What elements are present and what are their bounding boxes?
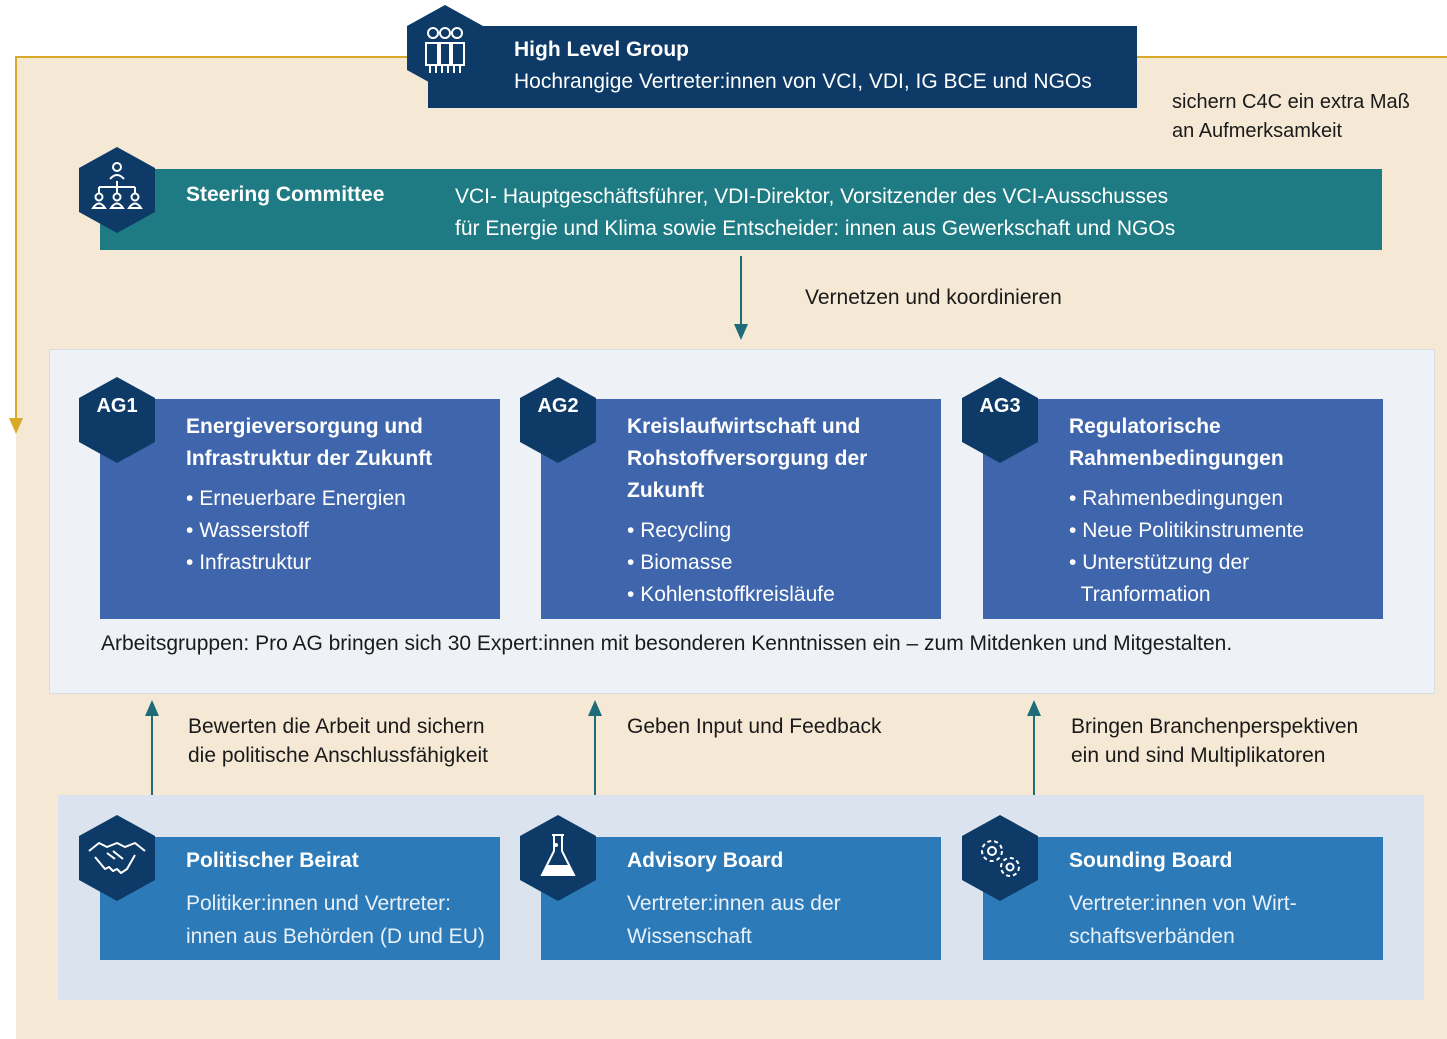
arrow-label-3: Bringen Branchenperspektiven ein und sin… xyxy=(1071,712,1358,770)
board-description-line1: Vertreter:innen von Wirt- xyxy=(1069,892,1297,915)
working-group-ag1: Energieversorgung und Infrastruktur der … xyxy=(100,399,500,619)
list-item: Kohlenstoffkreisläufe xyxy=(627,579,835,611)
arrow-label-3-line1: Bringen Branchenperspektiven xyxy=(1071,715,1359,738)
group-icon xyxy=(407,5,483,91)
ag2-title-line3: Zukunft xyxy=(627,479,704,502)
steering-committee-description: VCI- Hauptgeschäftsführer, VDI-Direktor,… xyxy=(455,181,1355,245)
ag2-title-line2: Rohstoffversorgung der xyxy=(627,447,868,470)
steering-committee-title: Steering Committee xyxy=(186,183,385,206)
ag2-title-line1: Kreislaufwirtschaft und xyxy=(627,415,861,438)
ag1-topic-list: Erneuerbare Energien Wasserstoff Infrast… xyxy=(186,483,406,579)
arrow-label-2-line1: Geben Input und Feedback xyxy=(627,715,882,738)
ag1-badge: AG1 xyxy=(96,395,138,417)
board-sounding: Sounding Board Vertreter:innen von Wirt-… xyxy=(983,837,1383,960)
ag3-badge-hexagon xyxy=(962,377,1038,463)
ag2-badge: AG2 xyxy=(537,395,579,417)
working-groups-footer: Arbeitsgruppen: Pro AG bringen sich 30 E… xyxy=(101,632,1233,655)
board-description-line1: Politiker:innen und Vertreter: xyxy=(186,892,451,915)
list-item: Unterstützung der xyxy=(1069,547,1304,579)
gears-icon xyxy=(962,815,1038,901)
ag1-title: Energieversorgung und Infrastruktur der … xyxy=(186,411,486,475)
board-description-line2: innen aus Behörden (D und EU) xyxy=(186,925,485,948)
flask-icon xyxy=(520,815,596,901)
board-description-line2: Wissenschaft xyxy=(627,925,752,948)
working-group-ag3: Regulatorische Rahmenbedingungen Rahmenb… xyxy=(983,399,1383,619)
board-title: Sounding Board xyxy=(1069,849,1233,872)
board-description: Vertreter:innen aus der Wissenschaft xyxy=(627,887,927,953)
list-item: Erneuerbare Energien xyxy=(186,483,406,515)
board-title: Advisory Board xyxy=(627,849,784,872)
arrow-label-1-line2: die politische Anschlussfähigkeit xyxy=(188,744,489,767)
board-advisory: Advisory Board Vertreter:innen aus der W… xyxy=(541,837,941,960)
org-chart-icon xyxy=(79,147,155,233)
ag2-badge-hexagon xyxy=(520,377,596,463)
side-note-line2: an Aufmerksamkeit xyxy=(1172,120,1343,142)
arrow-label-3-line2: ein und sind Multiplikatoren xyxy=(1071,744,1326,767)
handshake-icon xyxy=(79,815,155,901)
connector-label: Vernetzen und koordinieren xyxy=(805,286,1062,309)
steering-committee-description-line1: VCI- Hauptgeschäftsführer, VDI-Direktor,… xyxy=(455,185,1169,208)
steering-committee-description-line2: für Energie und Klima sowie Entscheider:… xyxy=(455,217,1176,240)
ag2-topic-list: Recycling Biomasse Kohlenstoffkreisläufe xyxy=(627,515,835,611)
board-politischer-beirat: Politischer Beirat Politiker:innen und V… xyxy=(100,837,500,960)
ag1-title-line1: Energieversorgung und xyxy=(186,415,423,438)
list-item: Infrastruktur xyxy=(186,547,406,579)
board-description: Politiker:innen und Vertreter: innen aus… xyxy=(186,887,486,953)
coordinate-arrow xyxy=(734,256,748,340)
board-title: Politischer Beirat xyxy=(186,849,359,872)
working-group-ag2: Kreislaufwirtschaft und Rohstoffversorgu… xyxy=(541,399,941,619)
ag3-badge: AG3 xyxy=(979,395,1021,417)
ag3-title-line2: Rahmenbedingungen xyxy=(1069,447,1284,470)
side-note-line1: sichern C4C ein extra Maß xyxy=(1172,91,1410,113)
ag1-title-line2: Infrastruktur der Zukunft xyxy=(186,447,433,470)
side-note: sichern C4C ein extra Maß an Aufmerksamk… xyxy=(1172,88,1442,146)
ag3-title: Regulatorische Rahmenbedingungen xyxy=(1069,411,1369,475)
high-level-group-box: High Level Group Hochrangige Vertreter:i… xyxy=(428,26,1137,108)
list-item: Recycling xyxy=(627,515,835,547)
arrow-label-1-line1: Bewerten die Arbeit und sichern xyxy=(188,715,485,738)
board-description-line1: Vertreter:innen aus der xyxy=(627,892,841,915)
arrow-label-1: Bewerten die Arbeit und sichern die poli… xyxy=(188,712,488,770)
board-description-line2: schaftsverbänden xyxy=(1069,925,1235,948)
list-item: Wasserstoff xyxy=(186,515,406,547)
list-item: Neue Politikinstrumente xyxy=(1069,515,1304,547)
board-description: Vertreter:innen von Wirt- schaftsverbänd… xyxy=(1069,887,1369,953)
ag3-topic-list: Rahmenbedingungen Neue Politikinstrument… xyxy=(1069,483,1304,611)
list-item: Biomasse xyxy=(627,547,835,579)
arrow-label-2: Geben Input und Feedback xyxy=(627,712,882,741)
ag1-badge-hexagon xyxy=(79,377,155,463)
high-level-group-title: High Level Group xyxy=(514,38,690,61)
ag2-title: Kreislaufwirtschaft und Rohstoffversorgu… xyxy=(627,411,927,507)
high-level-group-description: Hochrangige Vertreter:innen von VCI, VDI… xyxy=(514,70,1092,93)
list-item: Rahmenbedingungen xyxy=(1069,483,1304,515)
list-item-continuation: Tranformation xyxy=(1080,583,1211,606)
ag3-title-line1: Regulatorische xyxy=(1069,415,1221,438)
steering-committee-box: Steering Committee VCI- Hauptgeschäftsfü… xyxy=(100,169,1382,250)
